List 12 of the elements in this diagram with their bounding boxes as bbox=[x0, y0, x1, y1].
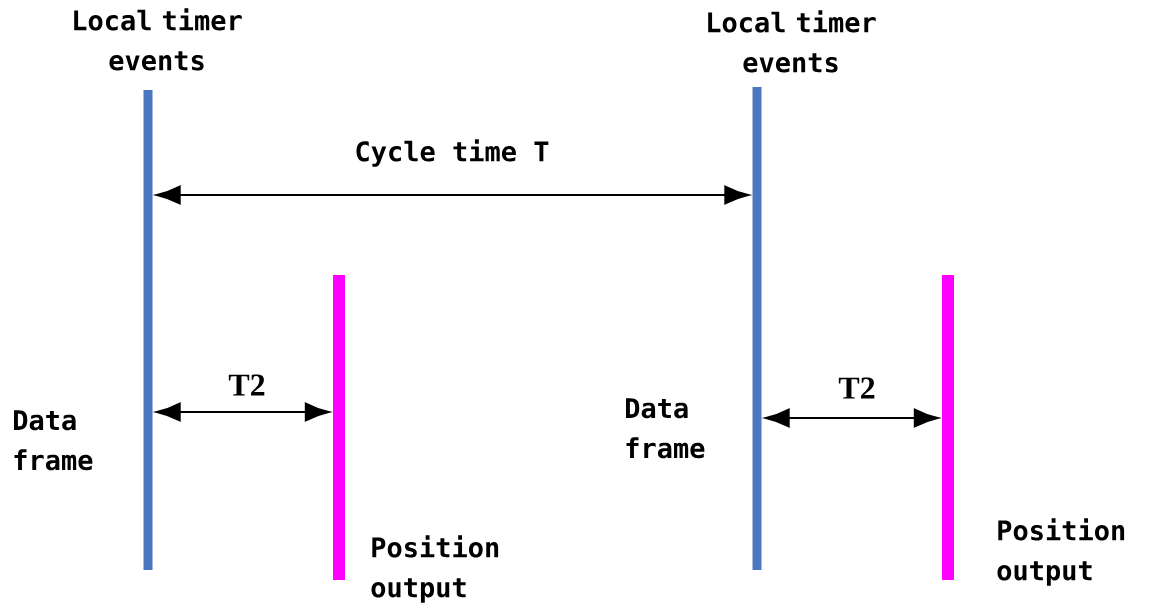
double-arrow bbox=[156, 185, 749, 205]
bar-caption: Data frame bbox=[626, 398, 705, 459]
bar-label: Local timer events bbox=[708, 10, 876, 73]
edge-label: T2 bbox=[837, 376, 877, 400]
edge-label: T2 bbox=[227, 373, 267, 397]
double-arrow bbox=[156, 402, 330, 422]
edge-label: Cycle time T bbox=[353, 138, 551, 168]
bar-label: Position output bbox=[371, 535, 499, 603]
bar-caption: Data frame bbox=[14, 410, 93, 471]
bar-label: Local timer events bbox=[74, 8, 242, 71]
double-arrow bbox=[765, 408, 939, 428]
bar-label: Position output bbox=[997, 518, 1125, 586]
